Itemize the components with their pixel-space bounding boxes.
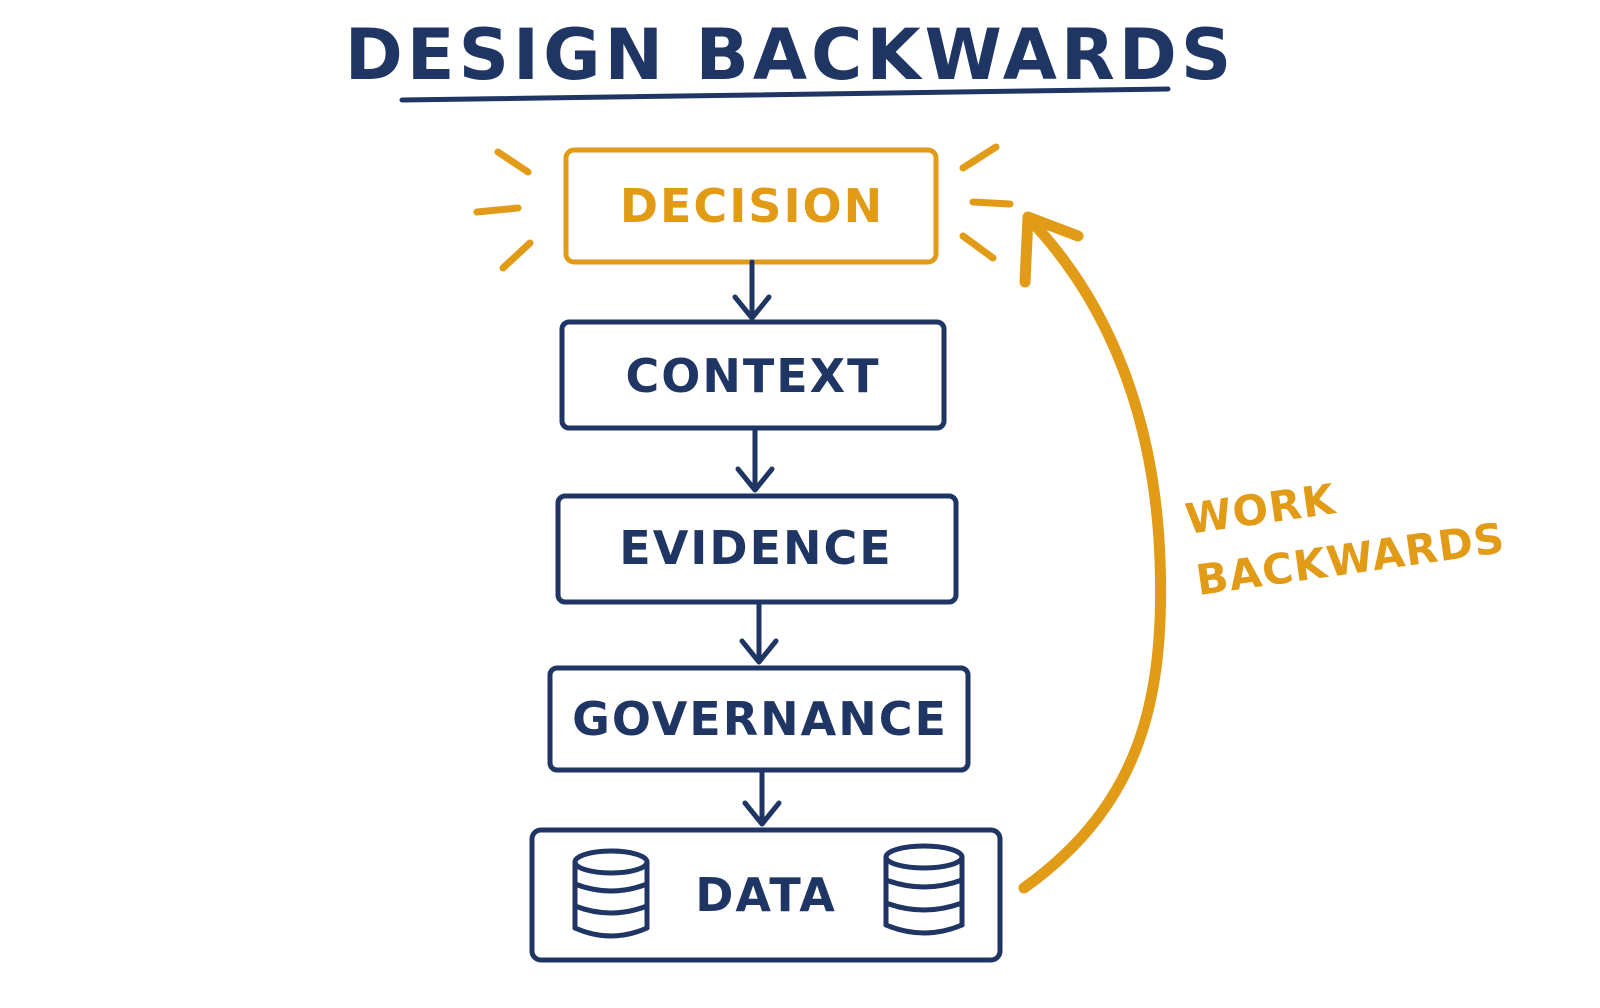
burst-ray-left-mid — [473, 204, 522, 216]
annotation-line-1: WORK — [1182, 474, 1339, 544]
governance-label: GOVERNANCE — [572, 692, 948, 746]
arrow-context-to-evidence — [735, 425, 775, 493]
evidence-label: EVIDENCE — [619, 521, 892, 575]
decision-step: DECISION — [563, 147, 939, 265]
page-title: DESIGN BACKWARDS — [345, 14, 1236, 96]
burst-ray-right-top — [959, 143, 1000, 172]
arrowhead-icon — [1019, 211, 1084, 288]
data-step: DATA — [529, 827, 1003, 963]
burst-ray-left-top — [494, 148, 532, 176]
context-step: CONTEXT — [559, 319, 947, 431]
title-underline — [399, 86, 1171, 103]
context-label: CONTEXT — [625, 349, 880, 403]
database-icon — [572, 848, 650, 939]
side-annotation: WORK BACKWARDS — [1182, 474, 1508, 605]
arrow-decision-to-context — [732, 259, 772, 321]
database-icon — [883, 843, 965, 936]
data-label: DATA — [695, 868, 837, 922]
arrow-evidence-to-governance — [739, 599, 779, 665]
governance-box — [547, 665, 971, 773]
burst-ray-left-bottom — [499, 239, 534, 272]
governance-step: GOVERNANCE — [547, 665, 971, 773]
arrow-governance-to-data — [742, 767, 782, 827]
evidence-step: EVIDENCE — [555, 493, 959, 605]
data-box — [529, 827, 1003, 963]
decision-label: DECISION — [620, 179, 884, 233]
burst-icon — [473, 143, 1014, 272]
burst-ray-right-bottom — [959, 232, 997, 262]
work-backwards-arrow — [1018, 211, 1167, 894]
burst-ray-right-mid — [969, 198, 1014, 208]
